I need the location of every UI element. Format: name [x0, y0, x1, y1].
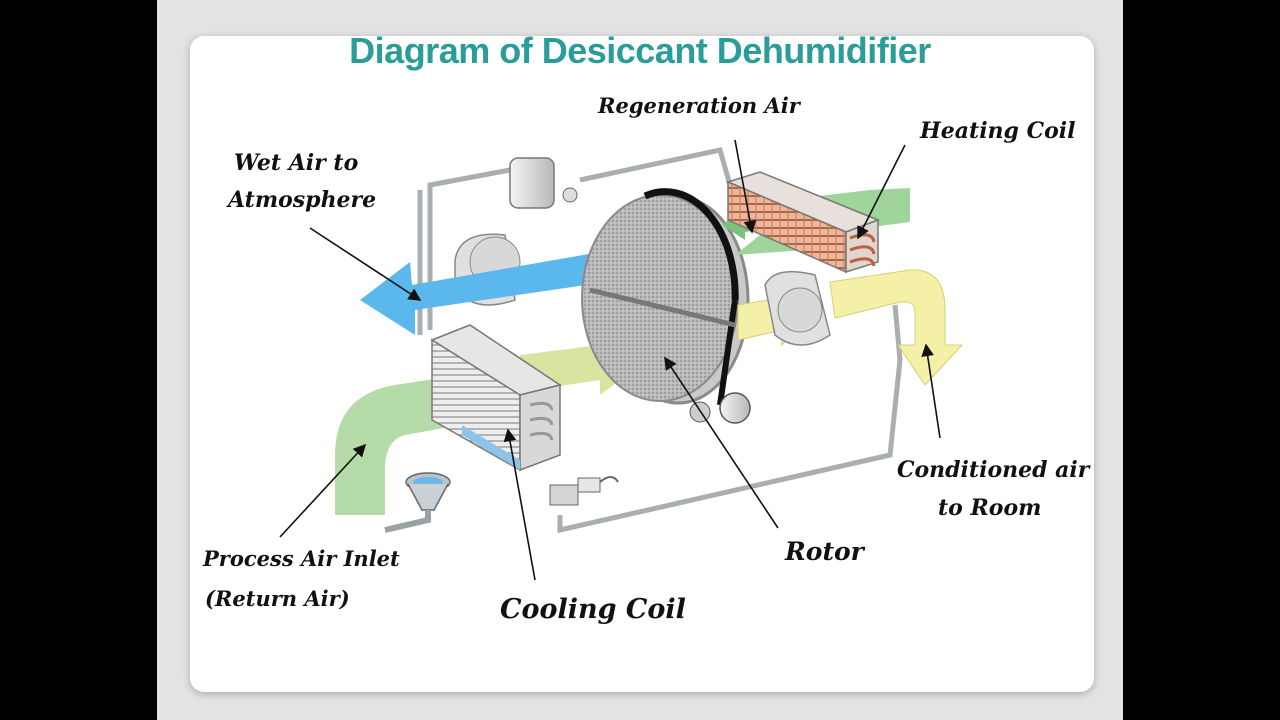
expansion-valve	[549, 476, 619, 506]
label-rotor: Rotor	[784, 537, 866, 566]
refrigerant-piping	[417, 147, 903, 534]
label-cooling-coil: Cooling Coil	[500, 594, 686, 625]
label-heating-coil: Heating Coil	[919, 118, 1076, 144]
cooling-coil	[430, 324, 562, 472]
label-wet-air-line2: Atmosphere	[226, 187, 376, 213]
supply-fan	[764, 270, 831, 346]
process-air-inlet-duct	[335, 375, 460, 515]
slide-title: Diagram of Desiccant Dehumidifier	[349, 30, 931, 71]
label-regeneration-air: Regeneration Air	[597, 93, 802, 118]
label-conditioned-air-line1: Conditioned air	[897, 457, 1091, 483]
label-process-air-line1: Process Air Inlet	[202, 546, 400, 571]
label-wet-air-line1: Wet Air to	[234, 150, 358, 176]
compressor	[509, 157, 578, 209]
desiccant-rotor	[581, 188, 751, 424]
label-conditioned-air-line2: to Room	[938, 495, 1041, 521]
leader-lines	[279, 139, 941, 581]
wet-air-arrow	[360, 238, 620, 335]
label-process-air-line2: (Return Air)	[205, 586, 350, 611]
drain-funnel	[384, 472, 451, 533]
